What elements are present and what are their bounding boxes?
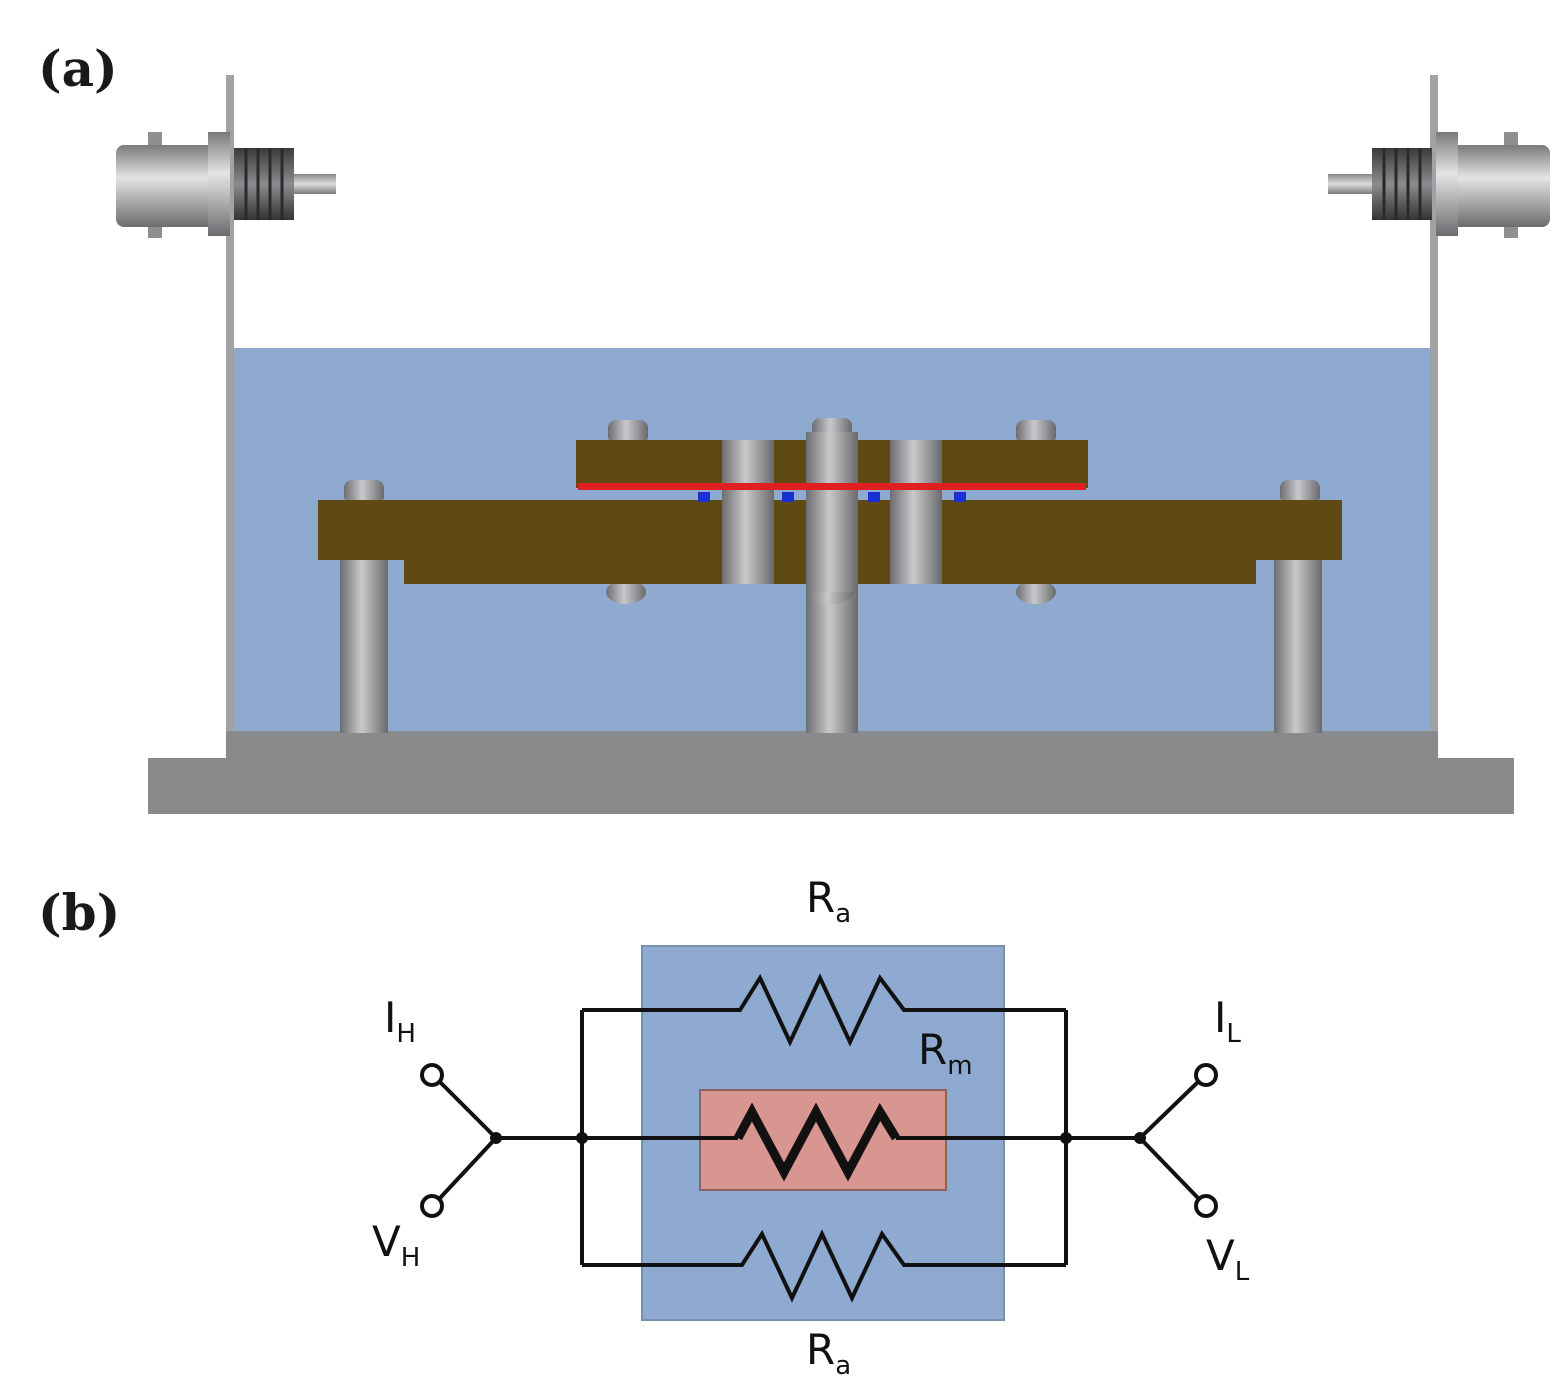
label-ra-bottom: Ra <box>806 1325 851 1381</box>
electrode-contacts <box>698 492 966 502</box>
base-plate-upper <box>226 731 1438 761</box>
circuit-wires <box>438 973 1200 1303</box>
electrode-cylinder-right <box>890 440 942 584</box>
membrane-sample <box>578 483 1086 490</box>
junction-dots <box>490 1132 1146 1144</box>
bolt-heads-lower <box>344 480 1320 504</box>
label-rm: Rm <box>918 1025 973 1081</box>
base-plate <box>148 758 1514 814</box>
membrane-resistor <box>582 1102 1066 1182</box>
chamber-wall-left <box>226 75 234 760</box>
support-leg-right <box>1274 555 1322 733</box>
panel-a-label: (a) <box>38 39 118 98</box>
label-vl: VL <box>1206 1231 1250 1287</box>
label-il: IL <box>1214 993 1241 1049</box>
circuit-terminals <box>420 1063 1218 1218</box>
label-ra-top: Ra <box>806 873 851 929</box>
bnc-connector-left <box>116 132 336 238</box>
support-leg-center <box>806 580 858 733</box>
electrode-cylinder-center <box>806 432 858 592</box>
bnc-connector-right <box>1328 132 1550 238</box>
electrode-cylinder-left <box>722 440 774 584</box>
label-ih: IH <box>384 993 416 1049</box>
panel-b-label: (b) <box>38 883 120 942</box>
support-leg-left <box>340 555 388 733</box>
chamber-wall-right <box>1430 75 1438 760</box>
label-vh: VH <box>372 1217 420 1273</box>
